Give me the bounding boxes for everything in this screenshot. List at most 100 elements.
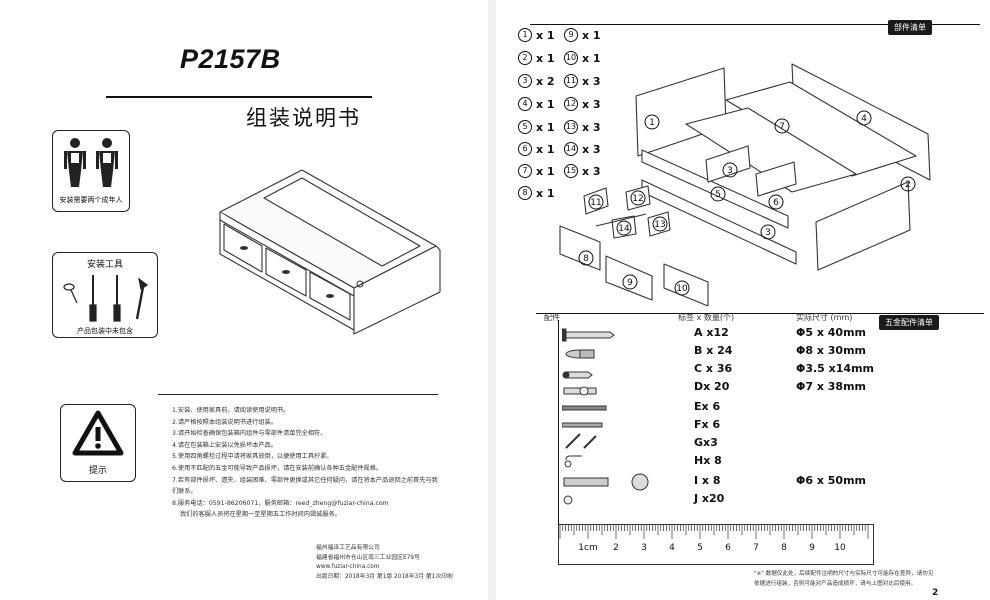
hardware-note-line: "※" 数据仅此处，后续配件注明的尺寸与实际尺寸可能存在差异，请勿见 (754, 571, 934, 577)
left-page: P2157B 组装说明书 安装需要两个成年人 安装工具 (0, 0, 488, 600)
part-callout: 11 (590, 198, 601, 208)
hardware-rule (536, 313, 984, 315)
note-item: 5.使用四角螺栓过程中请将家具放倒，以便使用工具拧紧。 (172, 453, 333, 461)
hardware-size: Φ5 x 40mm (796, 326, 866, 339)
part-callout: 14 (618, 224, 630, 234)
footer-line: www.fuziar-china.com (316, 564, 380, 571)
hardware-size: Φ8 x 30mm (796, 344, 866, 357)
warning-box: 提示 (60, 404, 136, 482)
bolt-i-icon (563, 473, 649, 491)
two-adults-box: 安装需要两个成年人 (52, 130, 130, 212)
hardware-label: Fx 6 (694, 418, 721, 431)
note-item: 2.请严格按照本组装说明书进行组装。 (172, 418, 277, 426)
parts-list-tag: 部件清单 (888, 20, 932, 35)
part-callout: 4 (861, 114, 867, 124)
note-item: 我们的客服人员将在星期一至星期五工作时间内竭诚服务。 (180, 511, 341, 519)
hardware-size: Φ3.5 x14mm (796, 362, 874, 375)
page-number: 2 (932, 588, 939, 598)
note-item: 7.若有部件损坏、遗失、组装困难、零部件更换或其它任何疑问，请在将本产品退回之前… (172, 476, 438, 496)
note-item: 8.服务电话：0591-86206071，服务邮箱：reed_zheng@fuz… (172, 499, 389, 507)
hardware-label: J x20 (694, 492, 725, 505)
key-g-icon (565, 433, 597, 449)
tools-caption: 产品包装中未包含 (77, 327, 133, 335)
part-callout: 3 (727, 166, 733, 176)
hardware-label: A x12 (694, 326, 729, 339)
hardware-col-qty: 标签 x 数量(个) (678, 313, 735, 322)
note-item: 3.请开始检查确保包装箱内组件与零部件清单完全相符。 (172, 430, 327, 438)
dowel-b-icon (565, 349, 595, 359)
book-spine (488, 0, 496, 600)
title-rule (106, 96, 372, 98)
ruler-label: 9 (809, 543, 815, 553)
part-callout: 1 (649, 118, 655, 128)
part-callout: 10 (676, 284, 688, 294)
part-callout: 2 (905, 180, 911, 190)
hardware-divider (558, 320, 559, 530)
hardware-col-size: 实际尺寸 (mm) (796, 313, 853, 322)
two-adults-icon (64, 138, 118, 187)
tools-title: 安装工具 (86, 260, 123, 270)
hardware-note-line: 依据进行组装，否则可能对产品造成损坏，请与上图对比后使用。 (754, 581, 917, 587)
tools-box: 安装工具 产品包装中未包含 (52, 252, 158, 338)
assembled-bed-drawing (219, 169, 441, 335)
bolt-d-icon (563, 386, 597, 396)
hardware-label: B x 24 (694, 344, 733, 357)
warning-icon (72, 410, 124, 456)
hardware-label: I x 8 (694, 474, 721, 487)
hardware-size: Φ7 x 38mm (796, 380, 866, 393)
hardware-icons (562, 328, 649, 505)
note-item: 1.安装、使用家具前，请阅读使用说明书。 (172, 407, 290, 414)
part-callout: 8 (583, 254, 589, 264)
ruler-label: 10 (834, 543, 846, 553)
part-callout: 12 (632, 194, 643, 204)
hardware-label: Ex 6 (694, 400, 721, 413)
hardware-label: Hx 8 (694, 454, 722, 467)
warning-caption: 提示 (88, 466, 107, 476)
ruler-label: 6 (725, 543, 731, 553)
bracket-e-icon (562, 405, 607, 411)
part-callout: 5 (715, 190, 721, 200)
bracket-f-icon (562, 422, 603, 428)
part-callout: 9 (627, 278, 633, 288)
ruler-label: 5 (697, 543, 703, 553)
ruler-label: 4 (669, 543, 675, 553)
parts-rule (530, 24, 980, 26)
screw-a-icon (562, 328, 615, 342)
ruler-label: 3 (641, 543, 647, 553)
instruction-notes: 1.安装、使用家具前，请阅读使用说明书。 2.请严格按照本组装说明书进行组装。 … (172, 405, 442, 521)
ruler-label: 1cm (578, 543, 597, 553)
hardware-list-tag: 五金配件清单 (879, 315, 939, 330)
measurement-ruler: 1cm 2 3 4 5 6 7 8 9 10 (558, 524, 874, 565)
exploded-parts-diagram: 1 2 3 4 5 7 3 6 8 9 10 11 12 13 14 (559, 63, 931, 306)
ruler-label: 8 (781, 543, 787, 553)
footer-line: 出版日期：2018年3月 第1版 2018年3月 第1次印刷 (316, 573, 453, 580)
part-callout: 6 (773, 198, 779, 208)
hardware-label: C x 36 (694, 362, 733, 375)
hardware-size: Φ6 x 50mm (796, 474, 866, 487)
footer-line: 福建省福州市仓山区南三工业园区E79号 (316, 554, 420, 561)
cap-j-icon (563, 495, 573, 505)
ruler-label: 7 (753, 543, 759, 553)
publisher-footer: 福州福泽工艺品有限公司 福建省福州市仓山区南三工业园区E79号 www.fuzi… (316, 544, 453, 582)
notes-rule (158, 394, 438, 396)
adult-caption: 安装需要两个成年人 (59, 196, 123, 204)
part-callout: 3 (765, 228, 771, 238)
note-item: 6.使用不匹配的五金可能导致产品损坏，请在安装前确认各种五金配件规格。 (172, 464, 383, 472)
hardware-label: Dx 20 (694, 380, 730, 393)
ruler-label: 2 (613, 543, 619, 553)
footer-line: 福州福泽工艺品有限公司 (316, 545, 380, 551)
